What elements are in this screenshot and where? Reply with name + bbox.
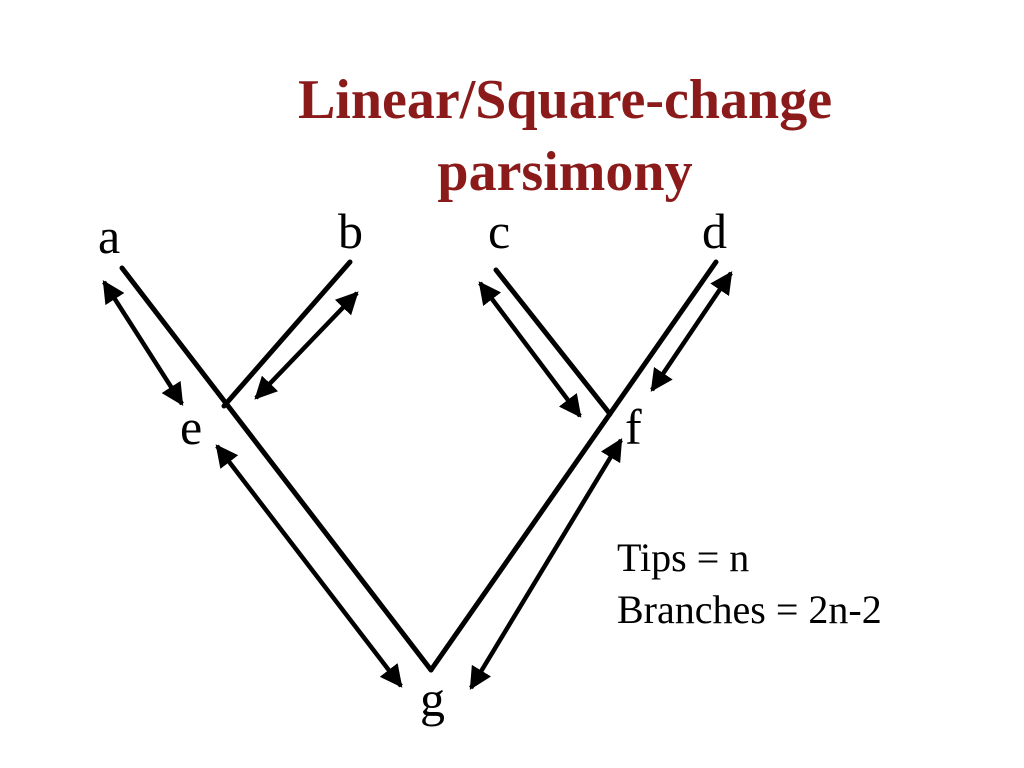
arrow-c-f [478,281,582,418]
branch-a-g [119,265,434,673]
arrow-a-e [102,280,184,406]
slide-title: Linear/Square-change parsimony [200,64,930,208]
tips-formula: Tips = n [617,535,750,580]
node-label-b: b [338,203,363,259]
branch-arrows [102,271,733,690]
node-label-g: g [420,671,445,727]
node-label-e: e [180,399,202,455]
arrow-f-g [469,438,623,690]
arrow-b-e [254,291,359,400]
node-label-c: c [488,203,510,259]
node-label-f: f [625,399,642,455]
node-label-a: a [98,208,120,264]
node-label-d: d [702,203,727,259]
title-line-1: Linear/Square-change [297,69,833,131]
branch-c-f [493,267,613,417]
branch-b-e [221,259,353,409]
branches-formula: Branches = 2n-2 [617,587,882,632]
title-line-2: parsimony [437,141,693,203]
tree-formula-note: Tips = n Branches = 2n-2 [617,532,882,636]
arrow-e-g [215,444,403,688]
arrow-d-f [650,271,733,392]
